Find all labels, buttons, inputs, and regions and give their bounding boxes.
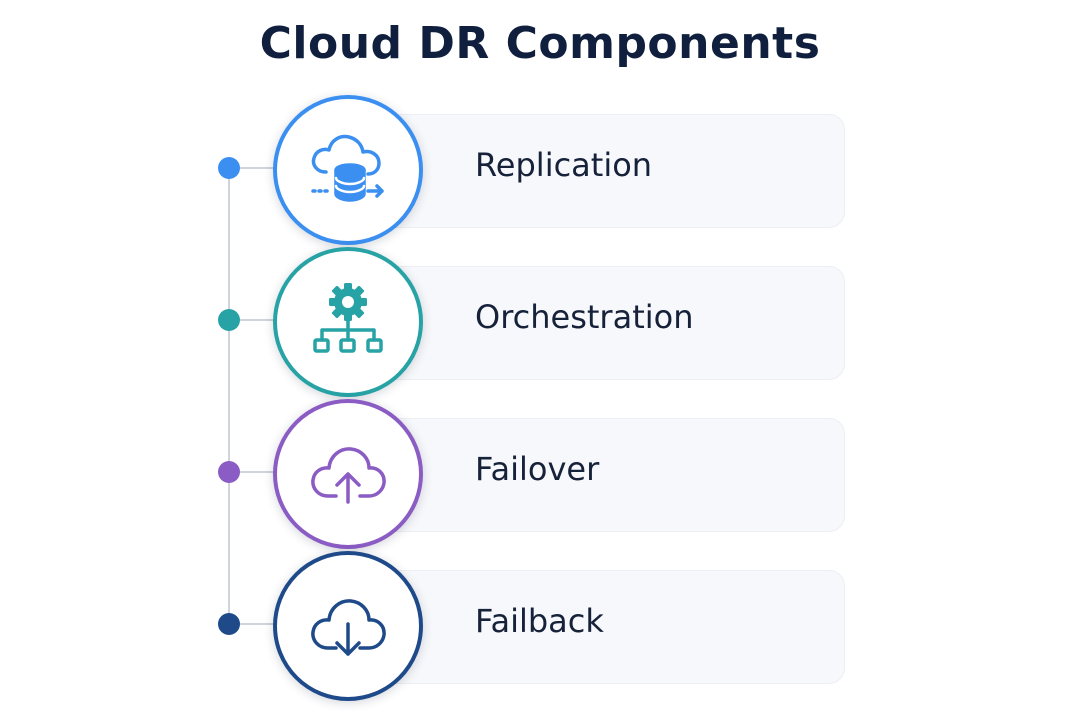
component-row-failback: Failback [0, 548, 1080, 701]
component-label: Replication [475, 146, 653, 184]
component-card [345, 418, 845, 532]
component-label: Failover [475, 450, 600, 488]
component-badge [273, 399, 423, 549]
component-row-failover: Failover [0, 396, 1080, 549]
connector-line [240, 623, 280, 625]
component-badge [273, 551, 423, 701]
timeline-dot [218, 309, 240, 331]
connector-line [240, 167, 280, 169]
component-badge [273, 95, 423, 245]
diagram-title: Cloud DR Components [259, 18, 821, 69]
connector-line [240, 471, 280, 473]
connector-line [240, 319, 280, 321]
component-label: Orchestration [475, 298, 694, 336]
timeline-dot [218, 461, 240, 483]
component-card [345, 570, 845, 684]
gear-workflow-icon [313, 283, 383, 353]
component-row-replication: Replication [0, 92, 1080, 245]
timeline-dot [218, 613, 240, 635]
timeline-spine [228, 168, 230, 620]
component-card [345, 114, 845, 228]
component-badge [273, 247, 423, 397]
cloud-upload-icon [311, 447, 386, 504]
cloud-database-sync-icon [311, 134, 384, 202]
component-label: Failback [475, 602, 604, 640]
component-row-orchestration: Orchestration [0, 244, 1080, 397]
cloud-download-icon [311, 599, 386, 656]
timeline-dot [218, 157, 240, 179]
